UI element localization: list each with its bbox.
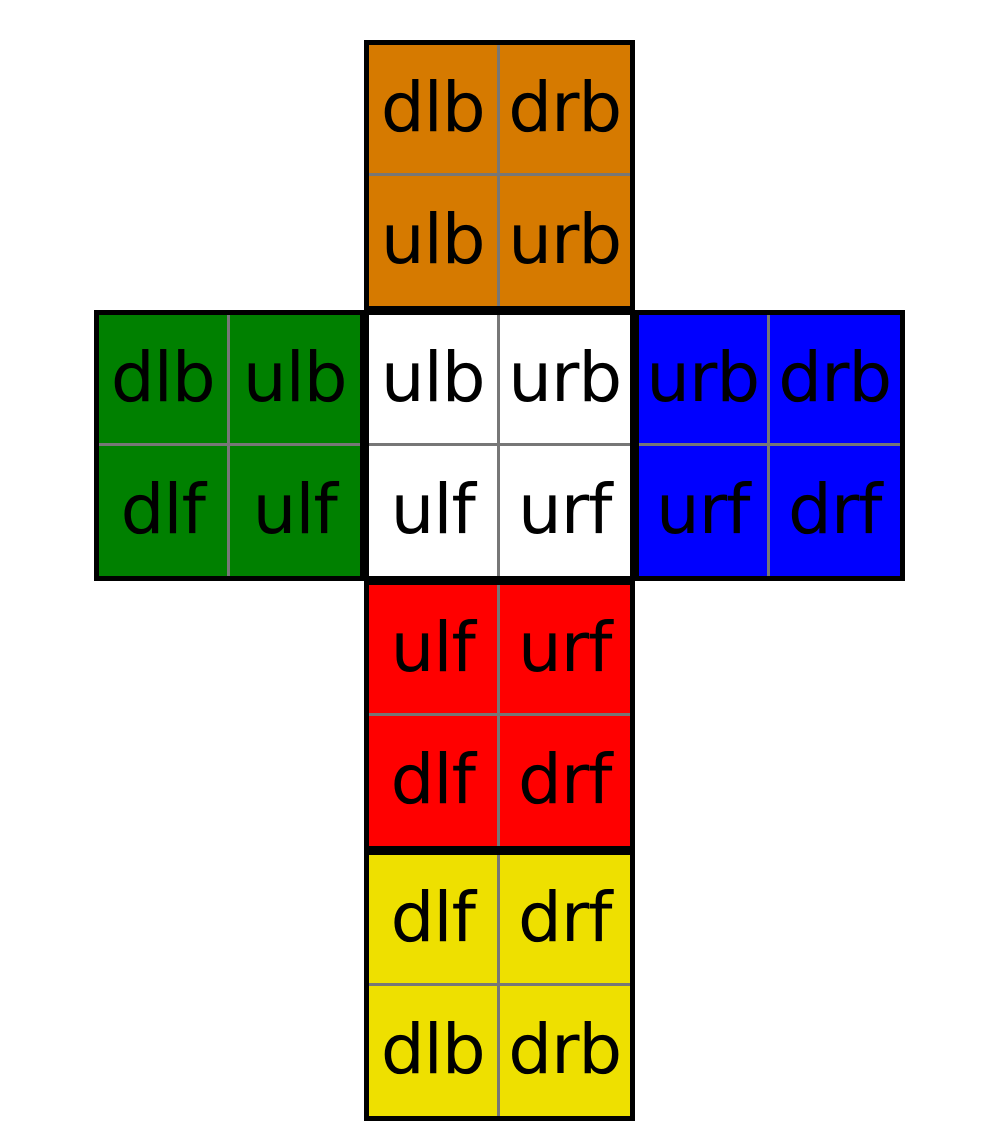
sticker-front-2: dlf xyxy=(369,715,500,846)
sticker-back-0: dlb xyxy=(369,45,500,176)
sticker-right-0: urb xyxy=(639,315,770,446)
sticker-front-3: drf xyxy=(518,740,612,821)
sticker-down-3: drb xyxy=(508,1010,622,1091)
sticker-right-1: drb xyxy=(769,315,900,446)
sticker-up-2: ulf xyxy=(369,445,500,576)
face-up: ulb urb ulf urf xyxy=(364,310,635,581)
sticker-left-2: dlf xyxy=(99,445,230,576)
sticker-back-3: urb xyxy=(508,200,622,281)
sticker-up-3: urf xyxy=(518,470,612,551)
sticker-left-0: dlb xyxy=(99,315,230,446)
sticker-right-2: urf xyxy=(639,445,770,576)
face-left: dlb ulb dlf ulf xyxy=(94,310,365,581)
face-down: dlf drf dlb drb xyxy=(364,850,635,1121)
sticker-back-1: drb xyxy=(499,45,630,176)
sticker-left-1: ulb xyxy=(229,315,360,446)
sticker-left-3: ulf xyxy=(252,470,338,551)
sticker-up-1: urb xyxy=(499,315,630,446)
sticker-back-2: ulb xyxy=(369,175,500,306)
sticker-front-0: ulf xyxy=(369,585,500,716)
sticker-front-1: urf xyxy=(499,585,630,716)
face-right: urb drb urf drf xyxy=(634,310,905,581)
sticker-up-0: ulb xyxy=(369,315,500,446)
sticker-down-0: dlf xyxy=(369,855,500,986)
sticker-down-2: dlb xyxy=(369,985,500,1116)
face-back: dlb drb ulb urb xyxy=(364,40,635,311)
sticker-right-3: drf xyxy=(788,470,882,551)
face-front: ulf urf dlf drf xyxy=(364,580,635,851)
sticker-down-1: drf xyxy=(499,855,630,986)
